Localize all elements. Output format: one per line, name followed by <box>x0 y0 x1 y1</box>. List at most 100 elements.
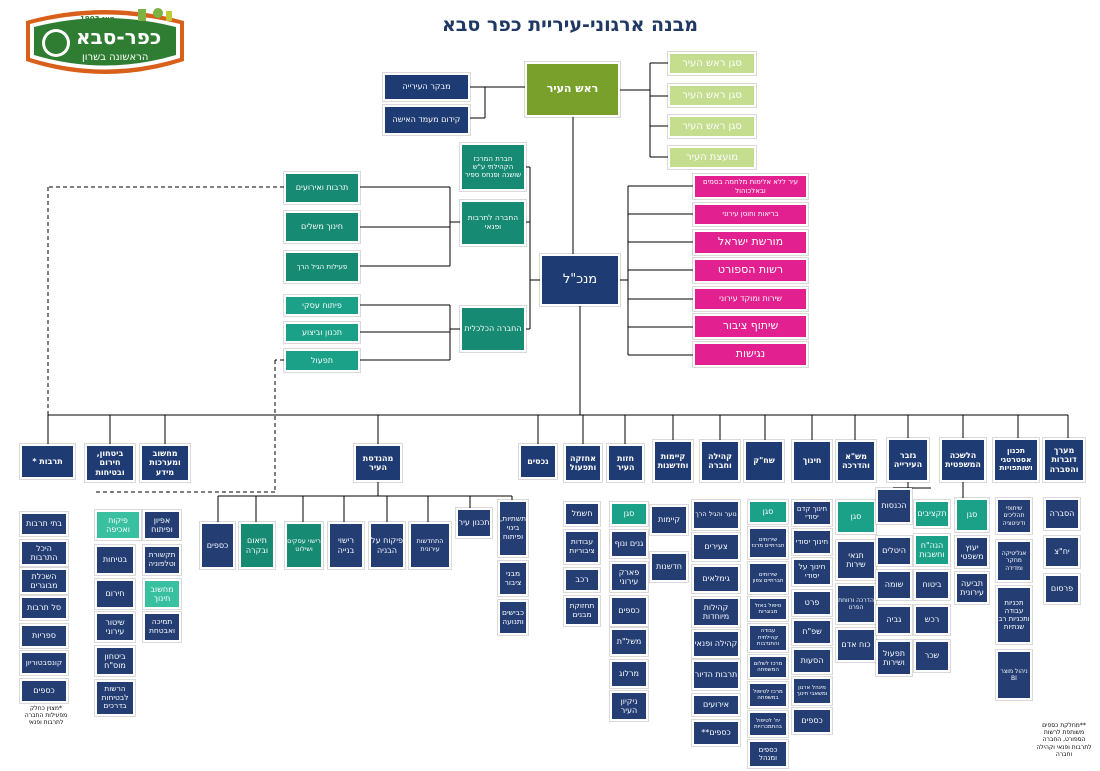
hr-item: סגן <box>836 500 876 534</box>
cityvision-item: כספים <box>610 596 648 626</box>
dept-community: קהילה וחברה <box>700 440 740 482</box>
dept-assets: נכסים <box>519 444 557 479</box>
eng-item: תכנון עיר <box>456 508 492 538</box>
education-item: חינוך יסודי <box>792 529 832 555</box>
culture-events: תרבות ואירועים <box>284 172 360 204</box>
security-item: שיטור עירוני <box>95 612 135 642</box>
community-item: כספים** <box>692 720 740 746</box>
hr-item: תנאי שירות <box>836 540 876 580</box>
welfare-item: טיפול באזל מבוגרות <box>748 597 788 621</box>
dept-city-vision: חזות העיר <box>607 444 644 482</box>
deputy-2: סגן ראש העיר <box>668 84 756 107</box>
early-childhood: פעילות הגיל הרך <box>284 251 360 283</box>
treasurer-item: שכר <box>914 640 950 672</box>
community-item: קהילה ופנאי <box>692 630 740 658</box>
eng-item: כספים <box>200 522 235 569</box>
welfare-item: מרכז לטיפול במשפחה <box>748 682 788 708</box>
education-item: מינהל ארגון ומשאבי חינוך <box>792 677 832 705</box>
eng-item: תיאום ובקרה <box>239 522 275 569</box>
education-item: חינוך קדם יסודי <box>792 500 832 526</box>
community-center-co: חברת המרכז הקהילתי ע"ש שושנה ופנחס ספיר <box>460 143 526 191</box>
hr-item: הדרכה ורווחת הפרט <box>836 584 876 624</box>
community-item: גימלאים <box>692 565 740 593</box>
eng-subitem: כבישים ותנועה <box>498 600 528 635</box>
eng-subitem: מבני ציבור <box>498 561 528 596</box>
ceo-box: מנכ"ל <box>540 254 620 306</box>
strategy-item: ניהול מוצר BI <box>996 650 1032 700</box>
eng-item: רישוי עסקים ושילוט <box>285 522 323 569</box>
deputy-3: סגן ראש העיר <box>668 115 756 138</box>
mayor-box: ראש העיר <box>525 62 620 117</box>
dept-engineering: מהנדסת העיר <box>354 444 402 482</box>
ceo-unit-5: שירות ומוקד עירוני <box>693 287 808 311</box>
ceo-unit-4: רשות הספורט <box>693 258 808 283</box>
community-item: אירועים <box>692 694 740 716</box>
security-item: ביטחון מוס"ח <box>95 646 135 676</box>
it-item: אפיון ופיתוח <box>143 510 181 540</box>
treasurer-item: הנה"ח וחשבות <box>914 534 950 566</box>
education-item: שפ"ח <box>792 619 832 645</box>
ceo-unit-2: בריאות וחוסן עירוני <box>693 203 808 226</box>
dept-it: מחשוב ומערכות מידע <box>140 444 190 482</box>
welfare-item: יח' לטיפול בהתמכרויות <box>748 711 788 737</box>
dept-education: חינוך <box>792 440 832 482</box>
welfare-item: סגן <box>748 500 788 524</box>
welfare-item: כספים ומנהל <box>748 740 788 768</box>
treasurer-item: שומה <box>876 570 912 600</box>
culture-note: *מצוין כחלק מפעילות החברה לתרבות ופנאי <box>24 705 68 727</box>
treasurer-item: גביה <box>876 605 912 635</box>
it-item: תמיכה ואבטחת <box>143 612 181 642</box>
treasurer-item: תפעול ושירות <box>876 640 912 676</box>
culture-item: ספריות <box>20 624 68 648</box>
kfar-saba-logo: מאז 1903 כפר-סבא הראשונה בשרון <box>18 3 192 85</box>
footnote: **מחלקת כספים משותפת לרשות הספורט, החברה… <box>1036 722 1092 758</box>
economic-co: החברה הכלכלית <box>460 306 526 352</box>
treasurer-item: ביטוח <box>914 570 950 600</box>
treasurer-item: הכנסות <box>876 488 912 524</box>
dept-treasurer: גזבר העירייה <box>887 438 929 482</box>
dept-security: ביטחון, חירום ובטיחות <box>85 444 135 482</box>
culture-item: השכלת מבוגרים <box>20 568 68 594</box>
eng-item: התחדשות עירונית <box>409 522 451 569</box>
ceo-unit-7: נגישות <box>693 342 808 367</box>
education-item: חינוך על יסודי <box>792 558 832 586</box>
treasurer-item: רכש <box>914 605 950 635</box>
treasurer-item: היטלים <box>876 536 912 566</box>
enforcement-item: פיקוח ואכיפה <box>95 510 141 540</box>
community-item: נוער והגיל הרך <box>692 500 740 530</box>
planning-execution: תכנון וביצוע <box>284 322 360 343</box>
maintenance-item: חשמל <box>564 502 600 526</box>
it-item: מחשוב חינוך <box>143 579 181 609</box>
security-item: חירום <box>95 579 135 609</box>
sustain-item: קיימות <box>650 505 688 535</box>
eng-item: רישוי בנייה <box>328 522 364 569</box>
city-council: מועצת העיר <box>668 146 756 169</box>
logo-top: מאז 1903 <box>80 15 115 23</box>
spokes-item: יח"צ <box>1044 536 1080 568</box>
logo-badge-icon <box>26 8 184 74</box>
eng-item: פיקוח על הבניה <box>369 522 405 569</box>
strategy-item: שיתופי תהליכים ודיגיטציה <box>996 498 1032 534</box>
culture-item: סל תרבות <box>20 596 68 620</box>
welfare-item: מרכז לשלום המשפחה <box>748 655 788 679</box>
cityvision-item: גנים ונוף <box>610 530 648 558</box>
complementary-edu: חינוך משלים <box>284 211 360 243</box>
welfare-item: עבודה קהילתית והתנדבות <box>748 624 788 652</box>
page-title: מבנה ארגוני-עיריית כפר סבא <box>441 14 699 36</box>
ceo-unit-3: מורשת ישראל <box>693 230 808 255</box>
culture-item: קונסבטוריון <box>20 651 68 675</box>
maintenance-item: רכב <box>564 568 600 592</box>
dept-strategy: תכנון אסטרטגי ושותפויות <box>993 438 1039 482</box>
community-item: צעירים <box>692 533 740 561</box>
maintenance-item: עבודות ציבוריות <box>564 530 600 564</box>
operations: תפעול <box>284 349 360 372</box>
security-item: הרשות לבטיחות בדרכים <box>95 680 135 716</box>
education-item: פרט <box>792 590 832 616</box>
culture-item: בתי תרבות <box>20 512 68 536</box>
dept-spokes: מערך דוברות והסברה <box>1043 438 1085 482</box>
community-item: תרבות הדיור <box>692 660 740 690</box>
dept-welfare: שח"ק <box>744 440 784 482</box>
strategy-item: אנליטיקה מחקר ומדידה <box>996 540 1032 582</box>
logo-tagline: הראשונה בשרון <box>82 52 149 63</box>
